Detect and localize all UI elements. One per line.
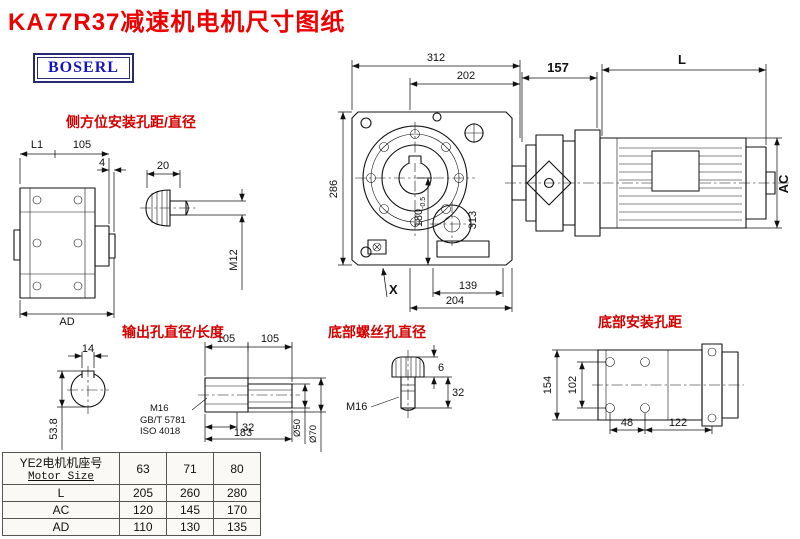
table-row-AC: AC 120 145 170 <box>2 501 261 519</box>
table-row-AD: AD 110 130 135 <box>2 518 261 536</box>
gearbox-side-view: L1 105 4 AD <box>13 139 126 328</box>
table-header-line2: Motor Size <box>27 471 94 483</box>
thread-M16-bottom: M16 <box>346 401 367 413</box>
side-bolt-detail: 20 M12 <box>140 160 246 290</box>
dim-139: 139 <box>459 280 477 292</box>
dim-d50: Ø50 <box>292 419 303 437</box>
dim-105-side: 105 <box>73 139 91 151</box>
table-cell: 135 <box>213 518 261 536</box>
table-col-80: 80 <box>213 452 261 485</box>
dim-L: L <box>678 52 686 67</box>
table-header-line1: YE2电机机座号 <box>19 456 103 470</box>
table-cell: 120 <box>119 501 167 519</box>
dim-L1: L1 <box>31 139 43 151</box>
dim-154: 154 <box>542 376 554 394</box>
dim-14: 14 <box>82 343 94 355</box>
dim-312: 312 <box>427 52 445 64</box>
dim-180: 180-0.5 <box>413 197 427 228</box>
table-header-row: YE2电机机座号 Motor Size 63 71 80 <box>2 452 261 485</box>
output-shaft-detail: 14 53.8 105 105 <box>48 333 326 452</box>
label-bottom-mount: 底部安装孔距 <box>598 314 682 330</box>
table-cell: 145 <box>166 501 214 519</box>
std-iso: ISO 4018 <box>140 426 180 437</box>
dim-AD: AD <box>59 316 74 328</box>
table-cell: 110 <box>119 518 167 536</box>
bottom-mount-view: 154 102 48 122 <box>542 343 744 434</box>
motor-side-view: 157 L AC <box>505 52 792 237</box>
label-side-mount: 侧方位安装孔距/直径 <box>66 114 196 130</box>
table-cell: 130 <box>166 518 214 536</box>
dim-105-b: 105 <box>261 333 279 345</box>
dim-bore: 313 <box>467 211 479 229</box>
std-gbt: GB/T 5781 <box>140 415 186 426</box>
table-row-L: L 205 260 280 <box>2 484 261 502</box>
dim-M12: M12 <box>228 249 240 270</box>
dim-20: 20 <box>157 160 169 172</box>
dim-157: 157 <box>547 60 569 75</box>
dim-d70: Ø70 <box>308 425 319 443</box>
dim-105-a: 105 <box>217 333 235 345</box>
table-col-63: 63 <box>119 452 167 485</box>
dim-286: 286 <box>328 180 340 198</box>
dim-4: 4 <box>99 157 105 169</box>
dim-183: 183 <box>234 427 252 439</box>
dim-6: 6 <box>438 362 444 374</box>
table-col-71: 71 <box>166 452 214 485</box>
table-header-motor-size: YE2电机机座号 Motor Size <box>2 452 120 485</box>
front-view: 312 202 286 180-0.5 313 139 204 <box>328 52 521 312</box>
table-row-label: AD <box>2 518 120 536</box>
dim-204: 204 <box>446 295 464 307</box>
thread-M16-output: M16 <box>150 403 168 414</box>
dim-53-8: 53.8 <box>48 418 60 439</box>
x-marker: X <box>389 282 398 297</box>
label-output: 输出孔直径/长度 <box>122 324 224 340</box>
dim-32-bolt: 32 <box>452 387 464 399</box>
table-cell: 170 <box>213 501 261 519</box>
page-title: KA77R37减速机电机尺寸图纸 <box>8 9 346 36</box>
dim-122: 122 <box>669 417 687 429</box>
motor-size-table: YE2电机机座号 Motor Size 63 71 80 L 205 260 2… <box>2 452 261 536</box>
dim-32-output: 32 <box>242 422 254 434</box>
brand-logo: BOSERL <box>33 53 134 83</box>
brand-text: BOSERL <box>37 57 130 79</box>
table-row-label: L <box>2 484 120 502</box>
table-cell: 205 <box>119 484 167 502</box>
table-cell: 260 <box>166 484 214 502</box>
dim-202: 202 <box>457 70 475 82</box>
table-row-label: AC <box>2 501 120 519</box>
dim-48: 48 <box>621 417 633 429</box>
table-cell: 280 <box>213 484 261 502</box>
dim-AC: AC <box>776 174 791 193</box>
bottom-bolt-detail: M16 6 32 <box>346 345 464 418</box>
dim-102: 102 <box>567 376 579 394</box>
label-bottom-screw: 底部螺丝孔直径 <box>328 324 426 340</box>
